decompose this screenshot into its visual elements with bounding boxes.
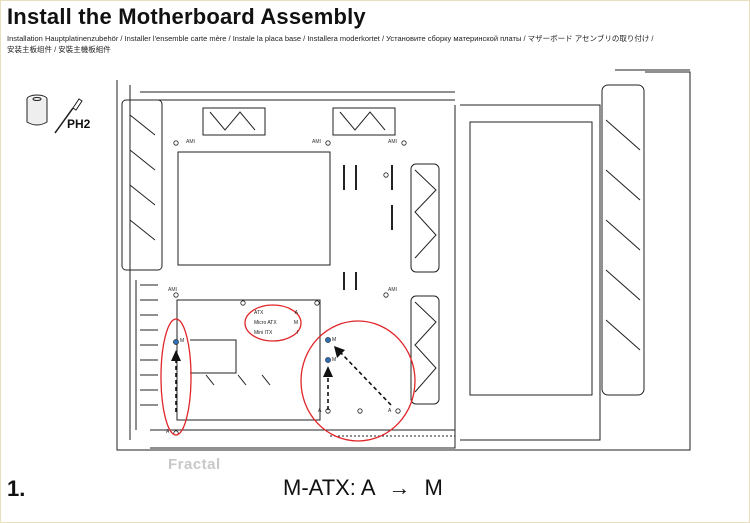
- legend-code: I: [296, 330, 298, 336]
- legend-form: Micro ATX: [254, 320, 277, 326]
- standoff-m-label: M: [180, 338, 185, 344]
- legend-form: Mini ITX: [254, 330, 273, 336]
- standoff-label: AMI: [312, 139, 321, 145]
- legend-row: Micro ATX M: [254, 318, 298, 328]
- standoff-label: AMI: [168, 287, 177, 293]
- standoff-label: AMI: [388, 139, 397, 145]
- screwdriver-icon: [54, 98, 83, 134]
- fractal-logo: Fractal: [168, 456, 221, 473]
- standoff-a-label: A: [388, 408, 392, 414]
- legend-code: M: [293, 320, 298, 326]
- standoff-a-label: A: [318, 408, 322, 414]
- screw-icon: [26, 94, 48, 126]
- conversion-from: M-ATX: A: [283, 475, 375, 500]
- page-title: Install the Motherboard Assembly: [7, 4, 366, 29]
- conversion-to: M: [424, 475, 443, 500]
- standoff-m-label: M: [332, 337, 337, 343]
- translations-line-2: 安装主板组件 / 安裝主機板組件: [7, 45, 111, 54]
- step-number: 1.: [7, 476, 26, 501]
- standoff-m-label: M: [332, 357, 337, 363]
- legend-row: ATX A: [254, 308, 298, 318]
- legend-code: A: [294, 310, 298, 316]
- right-arrow-icon: →: [388, 475, 411, 500]
- screwdriver-label: PH2: [67, 117, 91, 131]
- translations-line-1: Installation Hauptplatinenzubehör / Inst…: [7, 34, 654, 43]
- conversion-instruction: M-ATX: A → M: [283, 475, 443, 501]
- translations: Installation Hauptplatinenzubehör / Inst…: [7, 33, 747, 55]
- standoff-label: AMI: [186, 139, 195, 145]
- form-factor-legend: ATX A Micro ATX M Mini ITX I: [254, 308, 298, 338]
- case-illustration: [26, 69, 691, 451]
- standoff-a-label: A: [166, 429, 170, 435]
- legend-form: ATX: [254, 310, 264, 316]
- standoff-label: AMI: [388, 287, 397, 293]
- legend-row: Mini ITX I: [254, 328, 298, 338]
